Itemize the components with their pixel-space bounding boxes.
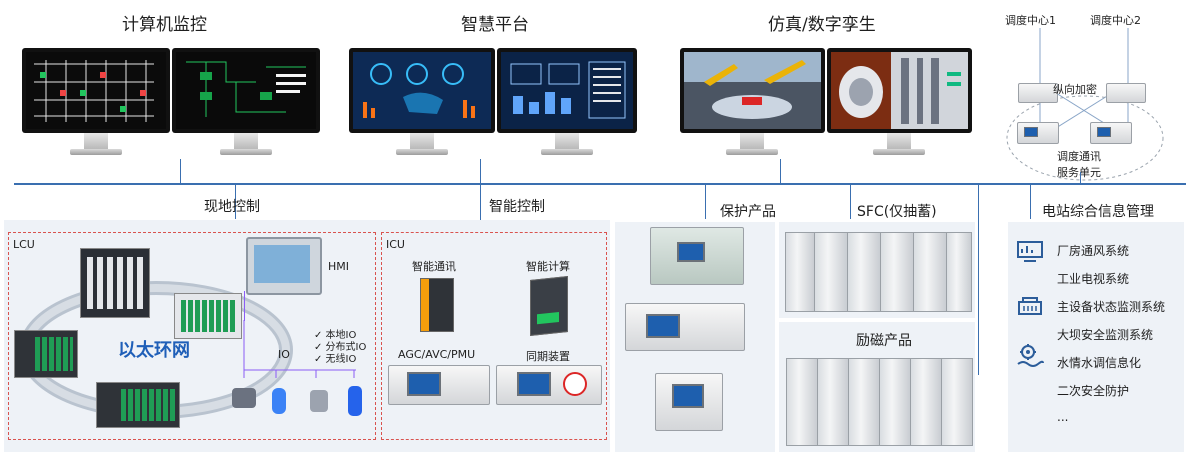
drop-line-monitor-1	[180, 159, 181, 183]
comm-unit-2	[1090, 122, 1132, 144]
gear-water-icon	[1017, 344, 1044, 367]
drop-line-monitor-2	[480, 159, 481, 183]
icu-agc-label: AGC/AVC/PMU	[398, 348, 476, 361]
dispatch-center-2: 调度中心2	[1090, 14, 1141, 27]
excitation-cabinet-6	[941, 358, 973, 446]
pressure-transmitter	[272, 388, 286, 414]
hmi-panel	[246, 237, 322, 295]
plc-rack-1	[14, 330, 78, 378]
dispatch-comm-label-line2: 服务单元	[1057, 166, 1101, 179]
station-item-ventilation: 厂房通风系统	[1057, 244, 1130, 258]
line-protection	[705, 185, 706, 219]
smart-calc-device	[530, 276, 568, 336]
lcu-label: LCU	[13, 238, 35, 251]
sync-device	[496, 365, 602, 405]
protection-device-3	[655, 373, 723, 431]
flow-meter	[310, 390, 328, 412]
excitation-cabinet-2	[817, 358, 849, 446]
sfc-cabinet-2	[814, 232, 848, 312]
protection-device-2	[625, 303, 745, 351]
station-info-panel-bg	[1008, 222, 1184, 452]
header-computer-monitoring: 计算机监控	[122, 15, 207, 35]
monitor-twin-2	[827, 48, 972, 160]
monitor-platform-1	[349, 48, 495, 160]
monitor-twin-1	[680, 48, 825, 160]
icu-sync-label: 同期装置	[526, 350, 570, 363]
hmi-link-line	[244, 291, 245, 321]
encryption-device-2	[1106, 83, 1146, 103]
station-item-secondary-security: 二次安全防护	[1057, 384, 1130, 398]
section-local-control: 现地控制	[204, 199, 260, 215]
sfc-cabinet-6	[946, 232, 972, 312]
hmi-label: HMI	[328, 260, 350, 273]
section-sfc: SFC(仅抽蓄)	[857, 204, 937, 220]
excitation-cabinet-3	[848, 358, 880, 446]
motor-sensor	[232, 388, 256, 408]
monitor-scada-2	[172, 48, 320, 160]
station-item-condition-monitoring: 主设备状态监测系统	[1057, 300, 1166, 314]
excitation-cabinet-5	[910, 358, 942, 446]
excitation-cabinet-1	[786, 358, 818, 446]
line-excitation	[978, 185, 979, 375]
io-item-distributed: ✓ 分布式IO	[314, 342, 367, 353]
station-item-dam-safety: 大坝安全监测系统	[1057, 328, 1154, 342]
wireless-transmitter	[348, 386, 362, 416]
excitation-cabinet-4	[879, 358, 911, 446]
station-item-cctv: 工业电视系统	[1057, 272, 1130, 286]
station-item-more: ...	[1057, 410, 1069, 424]
io-item-local: ✓ 本地IO	[314, 330, 357, 341]
section-excitation: 励磁产品	[856, 333, 912, 349]
header-smart-platform: 智慧平台	[461, 15, 529, 35]
icu-smart-calc-label: 智能计算	[526, 260, 570, 273]
agc-device	[388, 365, 490, 405]
header-simulation: 仿真/数字孪生	[768, 15, 876, 35]
io-item-wireless: ✓ 无线IO	[314, 354, 357, 365]
drop-line-monitor-3	[780, 159, 781, 183]
section-station-info: 电站综合信息管理	[1042, 204, 1154, 220]
main-bus-line	[14, 183, 1186, 185]
io-label: IO	[278, 348, 290, 361]
dispatch-center-1: 调度中心1	[1005, 14, 1056, 27]
protection-device-1	[650, 227, 744, 285]
switch-device	[80, 248, 150, 318]
io-wiring	[243, 320, 356, 378]
vertical-encryption-label: 纵向加密	[1053, 83, 1097, 96]
encryption-device-1	[1018, 83, 1058, 103]
section-protection: 保护产品	[720, 204, 776, 220]
line-smart-control	[480, 185, 481, 235]
sfc-cabinet-3	[847, 232, 881, 312]
sfc-cabinet-4	[880, 232, 914, 312]
ethernet-ring-label: 以太环网	[118, 340, 190, 361]
monitor-scada-1	[22, 48, 170, 160]
icu-label: ICU	[386, 238, 405, 251]
plc-rack-3	[174, 293, 242, 339]
monitor-platform-2	[497, 48, 637, 160]
section-smart-control: 智能控制	[489, 199, 545, 215]
drop-line-dispatch	[1080, 172, 1081, 183]
dispatch-comm-label-line1: 调度通讯	[1057, 150, 1101, 163]
line-station-info	[1030, 185, 1031, 219]
comm-unit-1	[1017, 122, 1059, 144]
line-sfc	[850, 185, 851, 219]
icu-box	[381, 232, 607, 440]
monitor-chart-icon	[1017, 241, 1043, 262]
equipment-icon	[1018, 297, 1042, 315]
line-local-control	[235, 185, 236, 219]
sfc-cabinet-5	[913, 232, 947, 312]
sfc-cabinet-1	[785, 232, 815, 312]
station-item-hydrology: 水情水调信息化	[1057, 356, 1142, 370]
plc-rack-2	[96, 382, 180, 428]
lcu-box	[8, 232, 376, 440]
smart-comm-device	[420, 278, 454, 332]
icu-smart-comm-label: 智能通讯	[412, 260, 456, 273]
